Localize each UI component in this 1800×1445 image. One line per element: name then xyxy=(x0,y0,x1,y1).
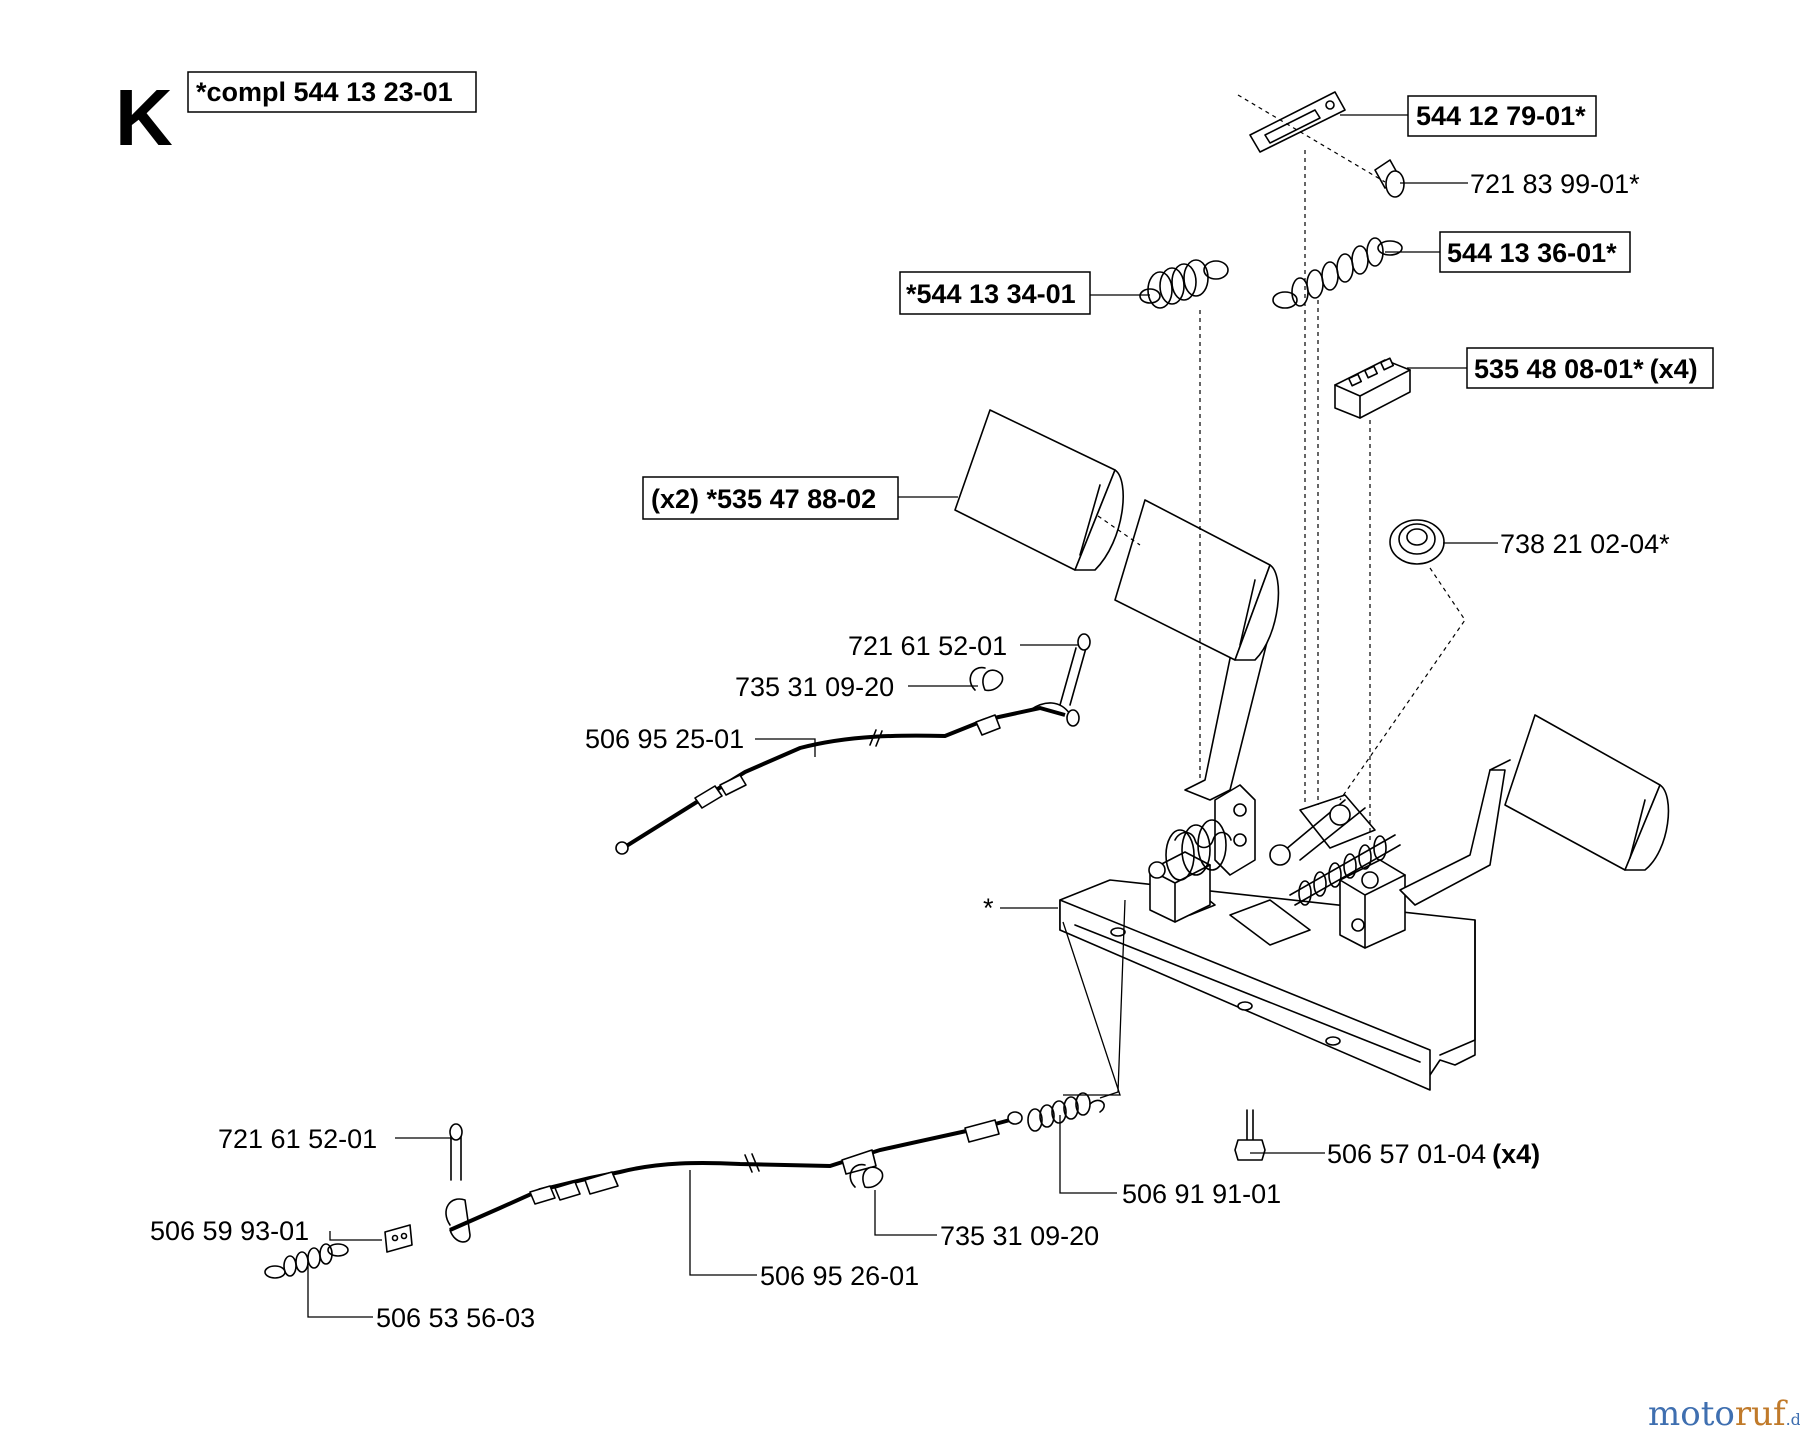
callout-clip-lower: 735 31 09-20 xyxy=(940,1221,1099,1251)
watermark-part1: moto xyxy=(1648,1394,1735,1434)
callout-frame: * xyxy=(983,893,994,923)
alignment-lines xyxy=(1097,94,1466,840)
pedal-pad-upper-right-drawing xyxy=(1114,499,1280,661)
cable-lower-drawing xyxy=(445,1111,1023,1243)
clamp-part-drawing xyxy=(1334,357,1411,419)
callout-bracket: 544 12 79-01* xyxy=(1407,95,1597,137)
callout-pedal-pad: (x2) *535 47 88-02 xyxy=(642,476,899,520)
spring-right-drawing xyxy=(1272,237,1403,309)
clip-lower-drawing xyxy=(849,1163,884,1189)
cable-upper-drawing xyxy=(615,702,1080,855)
callout-clamp: 535 48 08-01*(x4) xyxy=(1466,347,1714,389)
callout-clamp-qty: (x4) xyxy=(1650,354,1698,384)
screw-part-drawing xyxy=(1374,159,1405,198)
pin-upper-drawing xyxy=(1059,633,1091,706)
callout-clamp-number: 535 48 08-01* xyxy=(1474,354,1644,384)
callout-bolt-number: 506 57 01-04 xyxy=(1327,1139,1486,1169)
callout-clip-upper: 735 31 09-20 xyxy=(735,672,894,702)
bushing-part-drawing xyxy=(1389,519,1445,565)
callout-bolt: 506 57 01-04(x4) xyxy=(1327,1139,1540,1169)
section-letter: K xyxy=(115,73,173,162)
header-box: *compl 544 13 23-01 xyxy=(187,71,477,113)
pedal-arm-right-drawing xyxy=(1399,759,1511,906)
callout-pedal-pad-text: (x2) *535 47 88-02 xyxy=(651,484,876,514)
header-box-text: *compl 544 13 23-01 xyxy=(196,77,453,107)
leader-lines xyxy=(307,114,1498,1318)
callout-bolt-qty: (x4) xyxy=(1492,1139,1540,1169)
plate-part-drawing xyxy=(384,1224,413,1253)
callout-spring-left-text: *544 13 34-01 xyxy=(906,279,1076,309)
clip-upper-drawing xyxy=(969,666,1004,692)
pedal-pad-right-drawing xyxy=(1504,714,1670,871)
watermark-logo: motoruf.de xyxy=(1648,1394,1800,1434)
callout-cable-upper: 506 95 25-01 xyxy=(585,724,744,754)
pin-lower-drawing xyxy=(449,1123,463,1181)
bolt-part-drawing xyxy=(1234,1109,1266,1161)
callout-cable-lower: 506 95 26-01 xyxy=(760,1261,919,1291)
centre-linkage-drawing xyxy=(1269,794,1401,906)
callout-spring-right: 544 13 36-01* xyxy=(1439,231,1631,273)
callout-bushing: 738 21 02-04* xyxy=(1500,529,1670,559)
callout-pin-lower: 721 61 52-01 xyxy=(218,1124,377,1154)
spring-small-drawing xyxy=(264,1243,349,1279)
callout-clamp-text: 535 48 08-01*(x4) xyxy=(1474,354,1698,384)
callout-spring-left: *544 13 34-01 xyxy=(899,271,1091,315)
callout-spring-cable: 506 91 91-01 xyxy=(1122,1179,1281,1209)
pedal-pad-upper-left-drawing xyxy=(954,409,1124,571)
callout-pin-upper: 721 61 52-01 xyxy=(848,631,1007,661)
bracket-part-drawing xyxy=(1249,91,1346,153)
watermark-part2: ruf xyxy=(1735,1394,1788,1434)
spring-cable-drawing xyxy=(1027,1092,1105,1132)
callout-bracket-text: 544 12 79-01* xyxy=(1416,101,1586,131)
callout-spring-small: 506 53 56-03 xyxy=(376,1303,535,1333)
spring-left-drawing xyxy=(1139,259,1229,309)
callout-screw: 721 83 99-01* xyxy=(1470,169,1640,199)
base-frame-drawing xyxy=(1059,851,1476,1091)
watermark-part3: .de xyxy=(1786,1410,1800,1429)
callout-plate: 506 59 93-01 xyxy=(150,1216,309,1246)
callout-spring-right-text: 544 13 36-01* xyxy=(1447,238,1617,268)
